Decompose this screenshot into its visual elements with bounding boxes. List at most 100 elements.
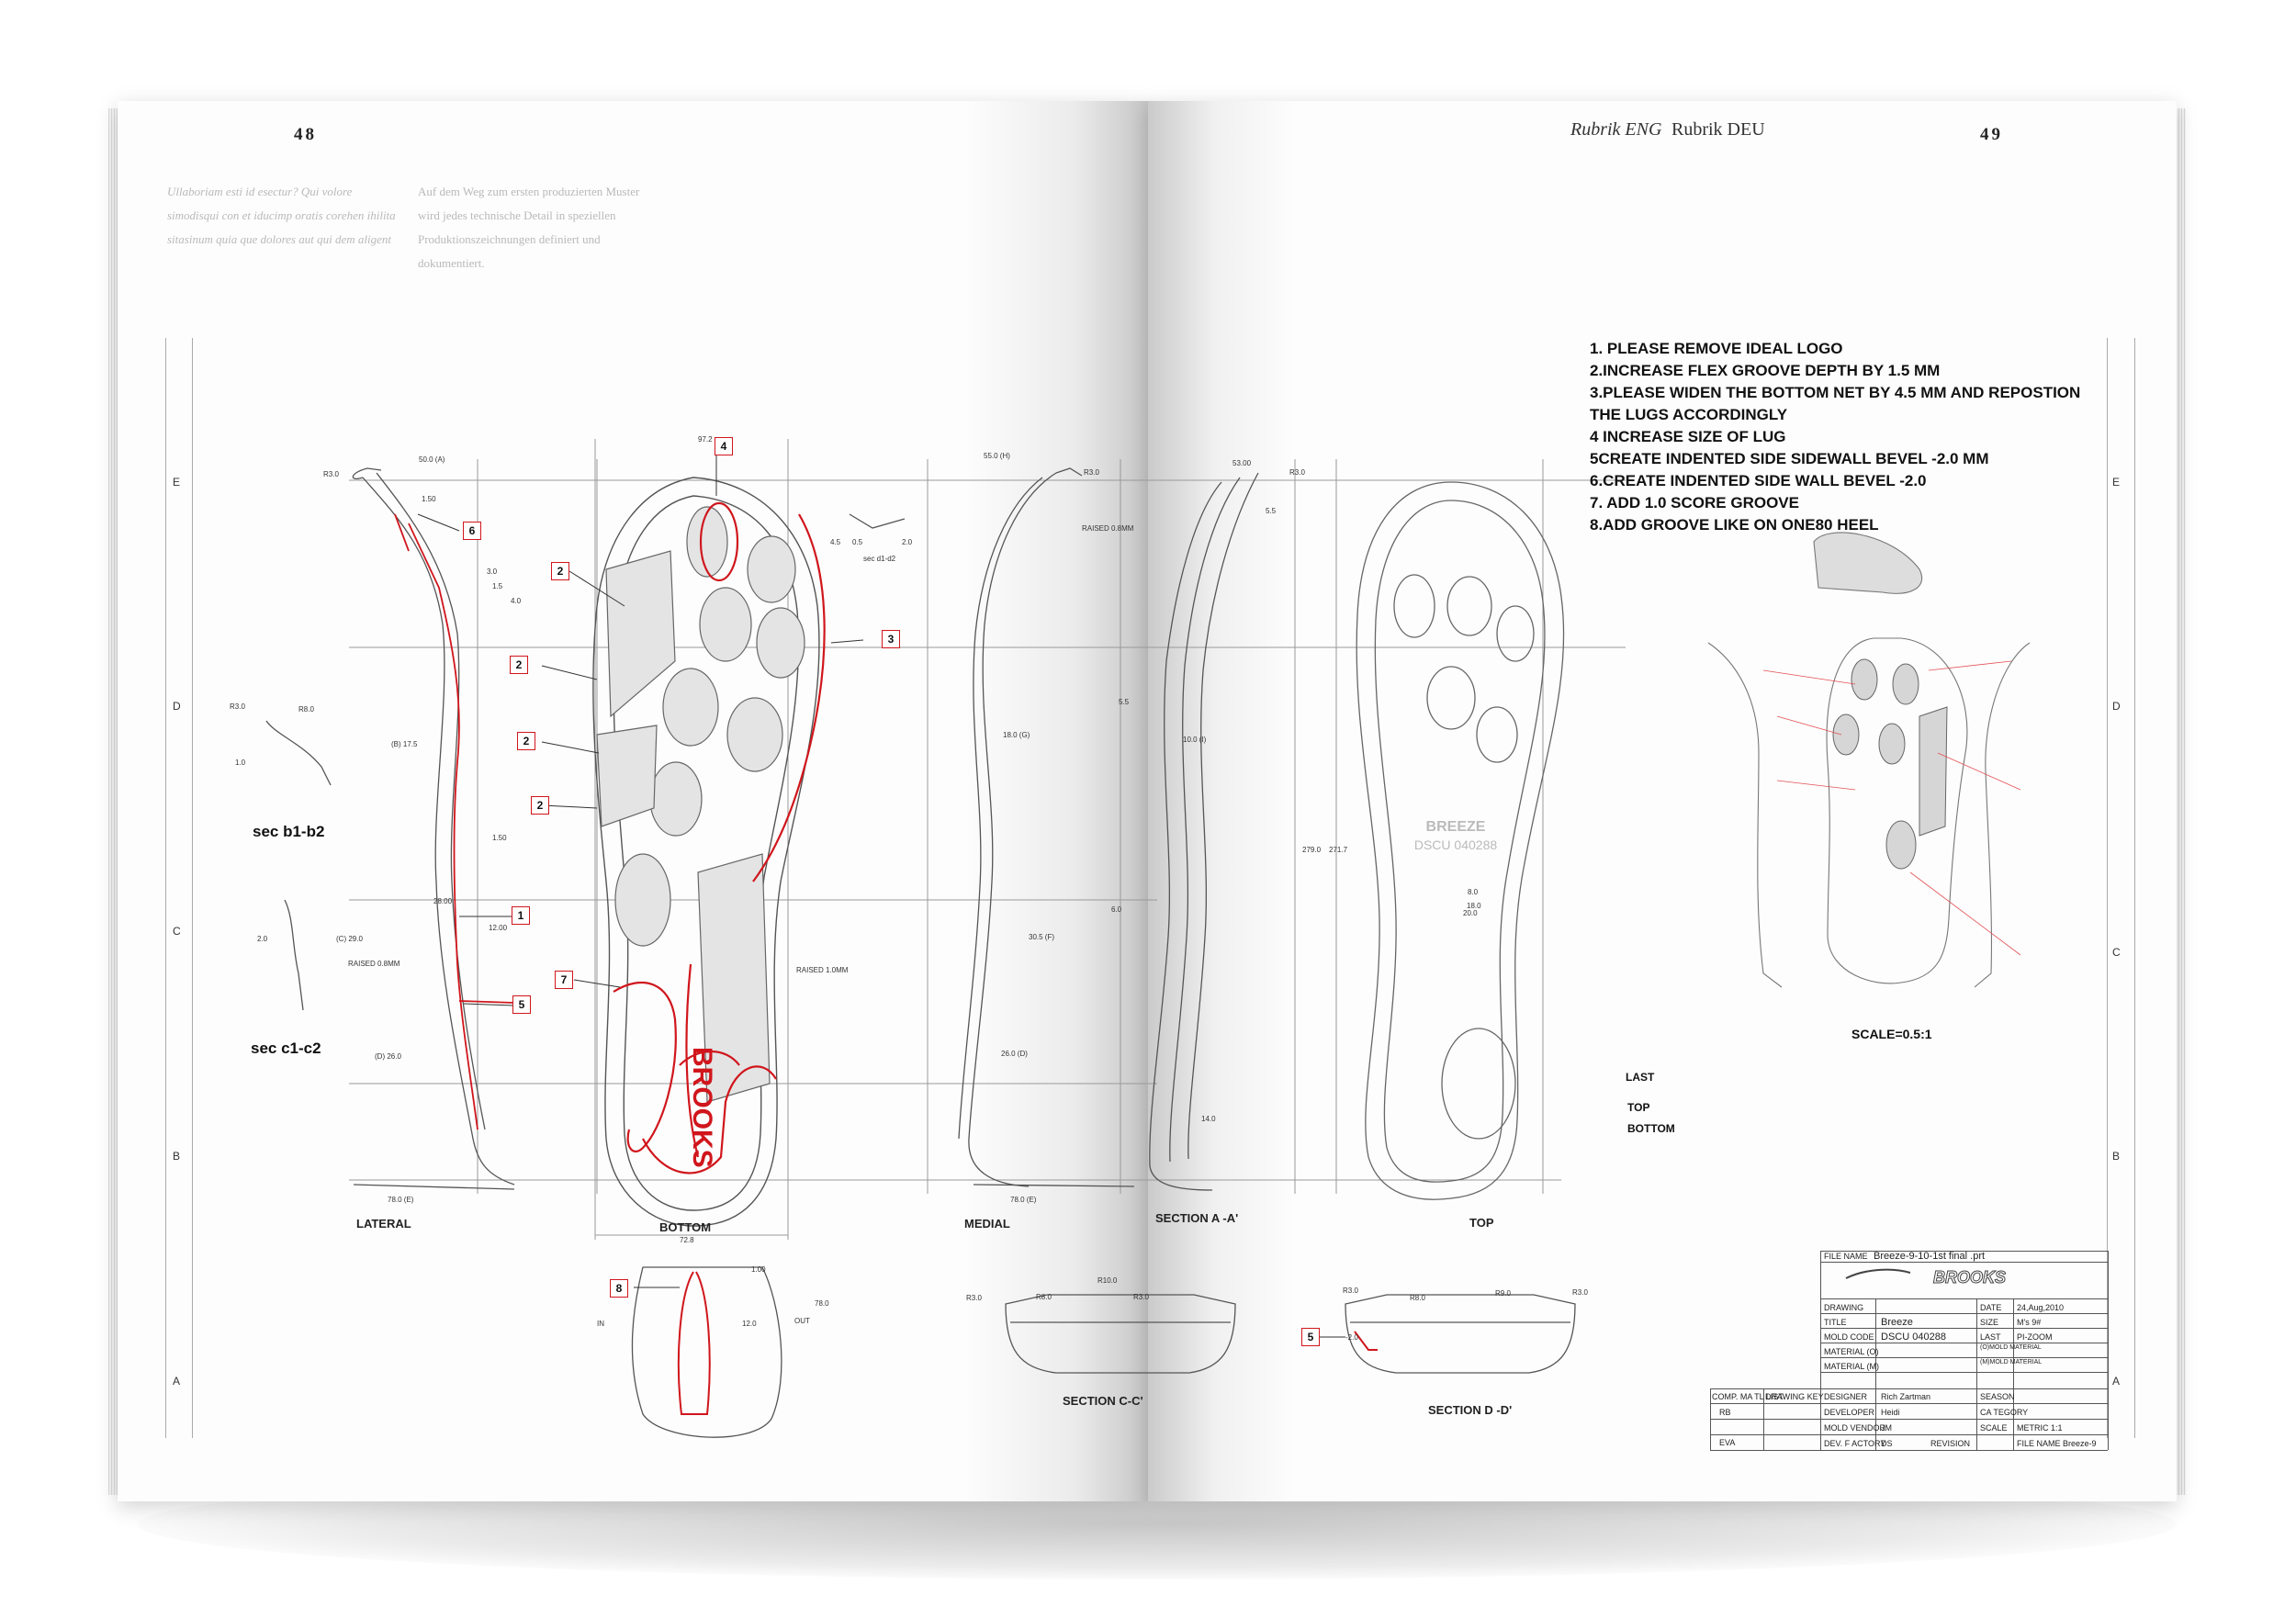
dim-05: 0.5 [852, 538, 863, 546]
dim-raised08-b: RAISED 0.8MM [348, 960, 400, 968]
page-edges-left [108, 108, 118, 1495]
tb-drawing-label: DRAWING [1824, 1303, 1864, 1312]
dim-2800: 28.00 [433, 897, 453, 905]
tb-comp-rb: RB [1719, 1408, 1731, 1417]
dim-r30-sec: R3.0 [230, 702, 245, 711]
dim-140: 14.0 [1201, 1115, 1216, 1123]
dim-1200: 12.00 [489, 924, 508, 932]
tb-date: 24,Aug,2010 [2017, 1303, 2065, 1312]
dim-d260: (D) 26.0 [375, 1052, 401, 1061]
gutter-shade-right [1148, 101, 1295, 1501]
page-edges-right [2177, 108, 2186, 1495]
callout-2c: 2 [517, 732, 535, 750]
callout-7: 7 [555, 971, 573, 989]
mold-text-breeze: BREEZE [1426, 819, 1486, 835]
view-label-sec-b: sec b1-b2 [253, 823, 325, 840]
dim-r50-c: 5.5 [1266, 507, 1277, 515]
dim-f305: 30.5 (F) [1029, 933, 1055, 941]
tb-developer-label: DEVELOPER [1824, 1408, 1875, 1417]
note-5: 5CREATE INDENTED SIDE SIDEWALL BEVEL -2.… [1590, 450, 1989, 467]
tb-mold-code-label: MOLD CODE [1824, 1332, 1874, 1342]
mold-text-code: DSCU 040288 [1414, 837, 1497, 852]
tb-dev-factory: DS [1881, 1439, 1893, 1448]
view-label-medial: MEDIAL [964, 1217, 1010, 1231]
dim-45: 4.5 [830, 538, 841, 546]
view-label-bottom: BOTTOM [659, 1220, 712, 1234]
row-label-c: C [173, 925, 181, 938]
callout-5b: 5 [1301, 1328, 1320, 1346]
dim-w972: 97.2 [698, 435, 713, 444]
gutter-shade-left [964, 101, 1148, 1501]
label-out: OUT [794, 1317, 810, 1325]
dim-r30-d: R3.0 [966, 1294, 982, 1302]
tb-season-label: SEASON [1980, 1392, 2015, 1401]
callout-2a: 2 [551, 562, 569, 580]
row-label-b: B [173, 1150, 181, 1163]
dim-neg20: -2.0 [1345, 1333, 1358, 1342]
view-label-section-cc: SECTION C-C' [1063, 1394, 1143, 1408]
title-block-logo: BROOKS [1933, 1268, 2006, 1287]
row-label-e: E [173, 476, 181, 489]
dim-55: 5.5 [1119, 698, 1130, 706]
dim-30: 3.0 [487, 568, 498, 576]
dim-r30-c: R3.0 [1289, 468, 1305, 477]
dim-r80-d: R8.0 [1036, 1293, 1052, 1301]
tb-material-m-label: MATERIAL (M) [1824, 1362, 1879, 1371]
brooks-logo-outsole: BROOKS [687, 1047, 717, 1168]
tb-developer: Heidi [1881, 1408, 1900, 1417]
dim-r80-sec: R8.0 [298, 705, 314, 714]
dim-r30-g: R3.0 [1572, 1288, 1588, 1297]
note-8: 8.ADD GROOVE LIKE ON ONE80 HEEL [1590, 516, 1879, 534]
dim-e780-b: 78.0 (E) [1010, 1196, 1037, 1204]
dim-b175: (B) 17.5 [391, 740, 418, 748]
dim-r90: R9.0 [1495, 1289, 1511, 1298]
tb-mold-vendor: JM [1881, 1423, 1892, 1433]
dim-780: 78.0 [815, 1299, 829, 1308]
tb-title: Breeze [1881, 1317, 1913, 1328]
callout-1: 1 [512, 906, 530, 925]
tb-drawing-key-label: DRAWING KEY [1765, 1392, 1824, 1401]
tb-designer: Rich Zartman [1881, 1392, 1931, 1401]
tb-mold-code: DSCU 040288 [1881, 1332, 1946, 1343]
dim-150: 1.50 [422, 495, 436, 503]
row-label-a: A [173, 1375, 181, 1388]
row-label-b-right: B [2112, 1150, 2121, 1163]
dim-100: 1.00 [751, 1265, 766, 1274]
rubrik-eng: Rubrik ENG [1570, 119, 1662, 140]
row-label-a-right: A [2112, 1375, 2121, 1388]
dim-h550: 55.0 (H) [984, 452, 1010, 460]
dim-i100: 10.0 (I) [1183, 736, 1207, 744]
frame-line-left-inner [192, 338, 193, 1438]
view-label-sec-d: sec d1-d2 [863, 555, 896, 563]
note-1: 1. PLEASE REMOVE IDEAL LOGO [1590, 340, 1843, 357]
dim-d260b: 26.0 (D) [1001, 1050, 1028, 1058]
note-3: 3.PLEASE WIDEN THE BOTTOM NET BY 4.5 MM … [1590, 384, 2081, 423]
layer-label-top: TOP [1627, 1101, 1650, 1114]
tb-date-label: DATE [1980, 1303, 2002, 1312]
dim-g180: 18.0 (G) [1003, 731, 1030, 739]
tb-comp-label: COMP. MA TL LIST [1712, 1392, 1784, 1401]
right-page [1148, 101, 2177, 1501]
dim-len2717: 271.7 [1329, 846, 1348, 854]
dim-60: 6.0 [1111, 905, 1122, 914]
row-label-d: D [173, 700, 181, 713]
row-label-e-right: E [2112, 476, 2121, 489]
callout-6: 6 [463, 522, 481, 540]
dim-top530: 53.00 [1232, 459, 1252, 467]
tb-mmold-label: (M)MOLD MATERIAL [1980, 1359, 2043, 1365]
dim-c290: (C) 29.0 [336, 935, 363, 943]
label-in: IN [597, 1320, 604, 1328]
view-label-section-aa: SECTION A -A' [1155, 1211, 1239, 1225]
note-4: 4 INCREASE SIZE OF LUG [1590, 428, 1786, 445]
tb-designer-label: DESIGNER [1824, 1392, 1868, 1401]
dim-e780-a: 78.0 (E) [388, 1196, 414, 1204]
note-2: 2.INCREASE FLEX GROOVE DEPTH BY 1.5 MM [1590, 362, 1941, 379]
tb-size: M's 9# [2017, 1318, 2042, 1327]
row-label-c-right: C [2112, 946, 2121, 959]
title-block: FILE NAME Breeze-9-10-1st final .prt DRA… [1710, 1251, 2109, 1478]
callout-2b: 2 [510, 656, 528, 674]
tb-scale: METRIC 1:1 [2017, 1423, 2063, 1433]
tb-material-o-label: MATERIAL (O) [1824, 1347, 1879, 1356]
dim-raised08: RAISED 0.8MM [1082, 524, 1134, 533]
